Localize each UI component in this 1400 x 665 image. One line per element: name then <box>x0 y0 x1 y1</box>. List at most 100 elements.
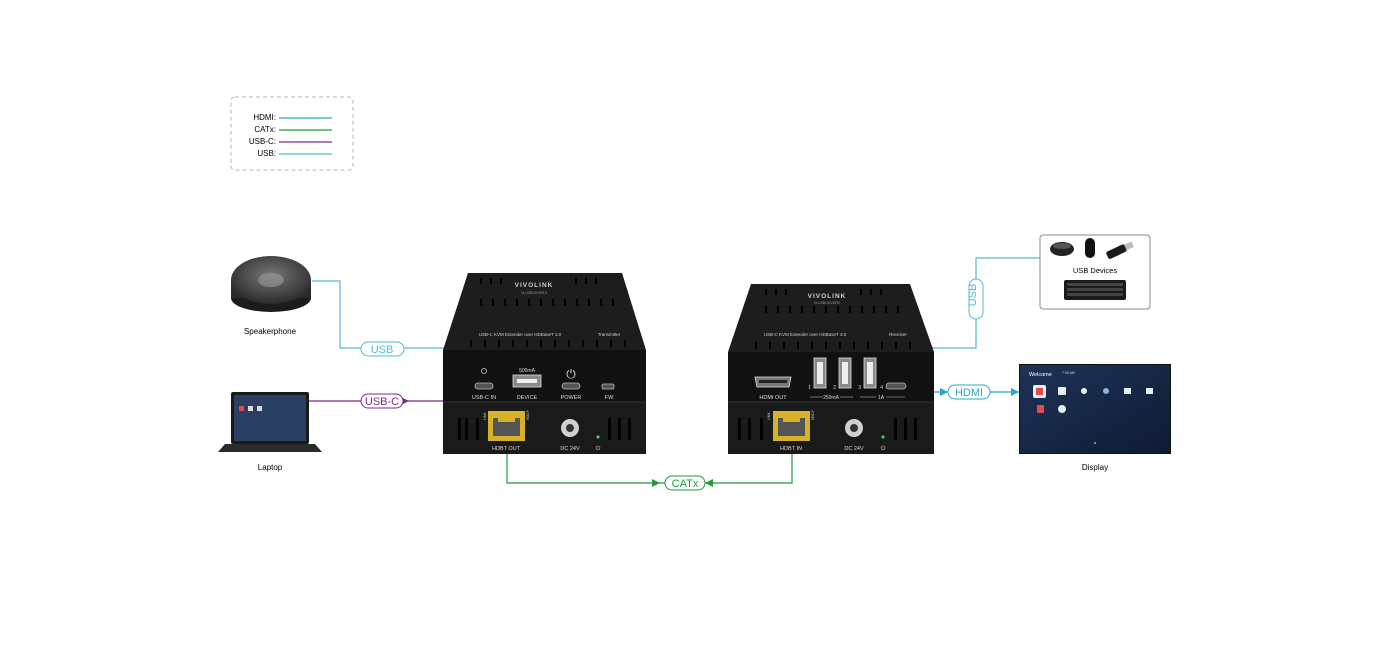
rx-vent <box>881 342 883 349</box>
usbc-label: USB-C <box>365 396 399 408</box>
rx-dc-24v-port-center <box>850 424 858 432</box>
legend: HDMI: CATx: USB-C: USB: <box>230 96 354 171</box>
rx-vent <box>783 342 785 349</box>
keyboard-row <box>1067 283 1123 286</box>
receiver-model: VLUSBCKVMRX <box>814 301 841 305</box>
display-folder-icon <box>1124 388 1131 394</box>
rx-vent-lower <box>894 418 897 440</box>
hdbt-out-label: HDBT OUT <box>492 446 521 452</box>
rx-250ma-label: 250mA <box>823 395 840 401</box>
rx-vent <box>765 306 767 313</box>
power-port[interactable] <box>561 382 581 390</box>
catx-label: CATx <box>672 478 699 490</box>
display-app-icon-6 <box>1146 388 1153 394</box>
tx-vent <box>610 340 612 347</box>
rx-power-icon: ⏻ <box>881 445 886 452</box>
display-indicator <box>1094 442 1096 444</box>
rx-vent <box>811 342 813 349</box>
tx-vent-lower <box>608 418 611 440</box>
tx-vent-lower <box>465 418 468 440</box>
laptop: Laptop <box>218 392 322 472</box>
rx-vent <box>777 306 779 313</box>
legend-label-hdmi: HDMI: <box>253 113 276 122</box>
usb-label-pill-right <box>968 278 984 320</box>
rx-vent <box>909 342 911 349</box>
rx-status-led <box>881 435 885 439</box>
rx-vent <box>801 306 803 313</box>
usb-stick-plug <box>1124 241 1134 251</box>
rx-vent-lower <box>760 418 763 440</box>
rx-vent <box>765 289 767 295</box>
transmitter-role: Transmitter <box>598 332 621 337</box>
rx-vent <box>897 306 899 313</box>
rx-vent <box>895 342 897 349</box>
rx-vent <box>837 306 839 313</box>
tx-vent-lower <box>618 418 621 440</box>
usb-label-right: USB <box>967 284 979 307</box>
usbc-in-port[interactable] <box>474 382 494 390</box>
transmitter-model: VLUSBCKVMTX <box>521 291 548 295</box>
display-app-icon-mark <box>1036 388 1043 395</box>
tx-vent-lower <box>476 418 479 440</box>
tx-vent <box>512 340 514 347</box>
rx-usb-port-2-inner <box>842 362 848 384</box>
hdmi-label: HDMI <box>955 387 983 399</box>
rx-usbc-port-4[interactable] <box>885 382 907 390</box>
tx-vent <box>504 299 506 306</box>
transmitter-brand: VIVOLINK <box>515 282 554 289</box>
hdmi-out-label: HDMI OUT <box>759 395 787 401</box>
display-settings-icon <box>1081 388 1087 394</box>
rx-vent-lower <box>738 418 741 440</box>
laptop-label: Laptop <box>258 463 283 472</box>
power-plug-icon: ⏻ <box>566 367 576 381</box>
rx-vent <box>785 289 787 295</box>
tx-vent <box>480 278 482 284</box>
display: Welcome 7:39 AM Display <box>1019 364 1171 472</box>
tx-vent <box>624 340 626 347</box>
transmitter-front-upper <box>443 350 646 402</box>
tx-vent <box>552 299 554 306</box>
tx-vent-lower <box>458 418 461 440</box>
rx-usb-num-4: 4 <box>880 385 883 391</box>
tx-vent <box>582 340 584 347</box>
rx-vent <box>880 289 882 295</box>
rx-usb-num-2: 2 <box>833 385 836 391</box>
rx-vent-lower <box>904 418 907 440</box>
hdbt-out-port-pins <box>498 418 515 422</box>
laptop-screen <box>234 395 306 441</box>
rx-vent <box>861 306 863 313</box>
tx-vent <box>540 299 542 306</box>
tx-vent <box>596 340 598 347</box>
rx-vent <box>755 342 757 349</box>
tx-vent <box>588 299 590 306</box>
tx-vent <box>554 340 556 347</box>
tx-link-label: LINK <box>483 412 487 420</box>
tx-vent <box>500 278 502 284</box>
catx-cable <box>506 435 793 484</box>
fw-port[interactable] <box>601 383 615 390</box>
hdbt-in-port-inner <box>778 418 805 436</box>
hdmi-out-port-inner <box>759 380 787 383</box>
rx-usb-num-1: 1 <box>808 385 811 391</box>
rx-vent <box>860 289 862 295</box>
transmitter-desc: USB-C KVM Extender over HDBaseT 3.0 <box>479 332 562 337</box>
keyboard-row <box>1067 288 1123 291</box>
hdbt-out-port-inner <box>493 418 520 436</box>
rx-vent <box>873 306 875 313</box>
rx-vent <box>789 306 791 313</box>
tx-power-icon: ⏻ <box>596 445 601 452</box>
display-welcome: Welcome <box>1029 372 1052 378</box>
usb-devices-label: USB Devices <box>1073 266 1117 275</box>
tx-vent <box>568 340 570 347</box>
rx-vent-lower <box>748 418 751 440</box>
speakerphone: Speakerphone <box>231 256 311 336</box>
hdmi-arrow-left <box>940 388 948 396</box>
usb-stick-icon <box>1106 241 1134 259</box>
rx-1a-label: 1A <box>878 395 885 401</box>
keyboard-row <box>1067 293 1123 296</box>
rx-vent <box>797 342 799 349</box>
rx-usb-port-3-inner <box>867 362 873 384</box>
tx-vent <box>484 340 486 347</box>
usb-devices: USB Devices <box>1039 234 1151 310</box>
display-label: Display <box>1082 463 1108 472</box>
